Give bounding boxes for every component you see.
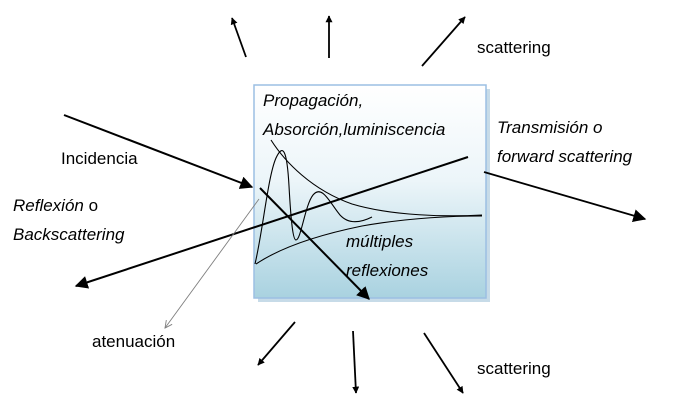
- scatter-arrow-top-right: [421, 16, 466, 67]
- incidence-arrow: [63, 114, 254, 189]
- multiple-reflection-arrow: [259, 187, 370, 300]
- label-backscattering: Backscattering: [13, 225, 125, 244]
- label-multiple: múltiples: [346, 232, 414, 251]
- label-forward-scattering: forward scattering: [497, 147, 633, 166]
- scatter-arrow-bottom-right: [423, 332, 464, 394]
- scatter-arrow-bottom-left: [257, 321, 296, 366]
- label-propagation: Propagación,: [263, 91, 364, 110]
- label-reflections: reflexiones: [346, 261, 429, 280]
- decay-curve: [270, 139, 483, 217]
- label-reflection-conj: o: [88, 196, 99, 215]
- medium-box: [253, 84, 487, 299]
- label-absorption: Absorción,luminiscencia: [263, 120, 446, 139]
- label-transmission: Transmisión o: [497, 118, 603, 137]
- label-scattering-bottom: scattering: [477, 359, 551, 378]
- label-reflection-word: Reflexión: [13, 196, 84, 215]
- label-reflection: Reflexión o: [13, 193, 98, 218]
- reflection-arrow: [74, 156, 469, 289]
- transmission-arrow: [483, 171, 647, 222]
- attenuation-arrow: [165, 198, 260, 328]
- scatter-arrow-top-left: [230, 17, 247, 58]
- scatter-arrow-bottom-middle: [352, 330, 360, 394]
- growth-curve: [255, 215, 483, 265]
- oscillation-curve: [254, 150, 373, 265]
- label-attenuation: atenuación: [92, 332, 176, 351]
- label-incidence: Incidencia: [61, 149, 138, 168]
- label-scattering-top: scattering: [477, 38, 551, 57]
